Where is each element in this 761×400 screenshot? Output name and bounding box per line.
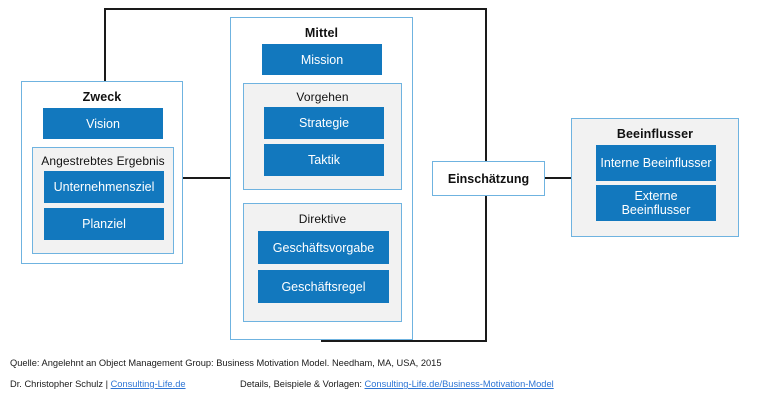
footer-source: Quelle: Angelehnt an Object Management G… [10, 358, 442, 368]
leaf-taktik[interactable]: Taktik [264, 144, 384, 176]
group-vorgehen-title: Vorgehen [296, 90, 349, 104]
footer-details-link[interactable]: Consulting-Life.de/Business-Motivation-M… [364, 379, 554, 389]
group-vorgehen[interactable]: Vorgehen Strategie Taktik [243, 83, 402, 190]
group-direktive-title: Direktive [298, 212, 347, 226]
leaf-vision[interactable]: Vision [43, 108, 163, 139]
footer-author-link[interactable]: Consulting-Life.de [110, 379, 186, 389]
group-angestrebtes-ergebnis[interactable]: Angestrebtes Ergebnis Unternehmensziel P… [32, 147, 174, 254]
connector-bottom-horizontal [321, 340, 487, 342]
group-beeinflusser[interactable]: Beeinflusser Interne Beeinflusser Extern… [571, 118, 739, 237]
connector-zweck-mittel [182, 177, 230, 179]
connector-right-vertical-top [485, 8, 487, 161]
group-mittel-title: Mittel [304, 26, 339, 40]
box-einschaetzung[interactable]: Einschätzung [432, 161, 545, 196]
group-zweck[interactable]: Zweck Vision Angestrebtes Ergebnis Unter… [21, 81, 183, 264]
connector-top-horizontal [104, 8, 487, 10]
group-direktive[interactable]: Direktive Geschäftsvorgabe Geschäftsrege… [243, 203, 402, 322]
connector-zweck-vertical [104, 8, 106, 82]
group-zweck-title: Zweck [82, 90, 122, 104]
leaf-unternehmensziel[interactable]: Unternehmensziel [44, 171, 164, 203]
group-angestrebtes-ergebnis-title: Angestrebtes Ergebnis [41, 154, 165, 168]
footer-author: Dr. Christopher Schulz | Consulting-Life… [10, 379, 186, 389]
leaf-strategie[interactable]: Strategie [264, 107, 384, 139]
connector-right-vertical-bottom [485, 196, 487, 342]
footer-details: Details, Beispiele & Vorlagen: Consultin… [240, 379, 554, 389]
leaf-interne-beeinflusser[interactable]: Interne Beeinflusser [596, 145, 716, 181]
leaf-externe-beeinflusser[interactable]: Externe Beeinflusser [596, 185, 716, 221]
connector-einschaetzung-beeinflusser [545, 177, 572, 179]
footer-details-prefix: Details, Beispiele & Vorlagen: [240, 379, 365, 389]
group-beeinflusser-title: Beeinflusser [616, 127, 694, 141]
leaf-planziel[interactable]: Planziel [44, 208, 164, 240]
leaf-mission[interactable]: Mission [262, 44, 382, 75]
leaf-geschaeftsvorgabe[interactable]: Geschäftsvorgabe [258, 231, 389, 264]
group-mittel[interactable]: Mittel Mission Vorgehen Strategie Taktik… [230, 17, 413, 340]
leaf-geschaeftsregel[interactable]: Geschäftsregel [258, 270, 389, 303]
footer-author-prefix: Dr. Christopher Schulz | [10, 379, 111, 389]
